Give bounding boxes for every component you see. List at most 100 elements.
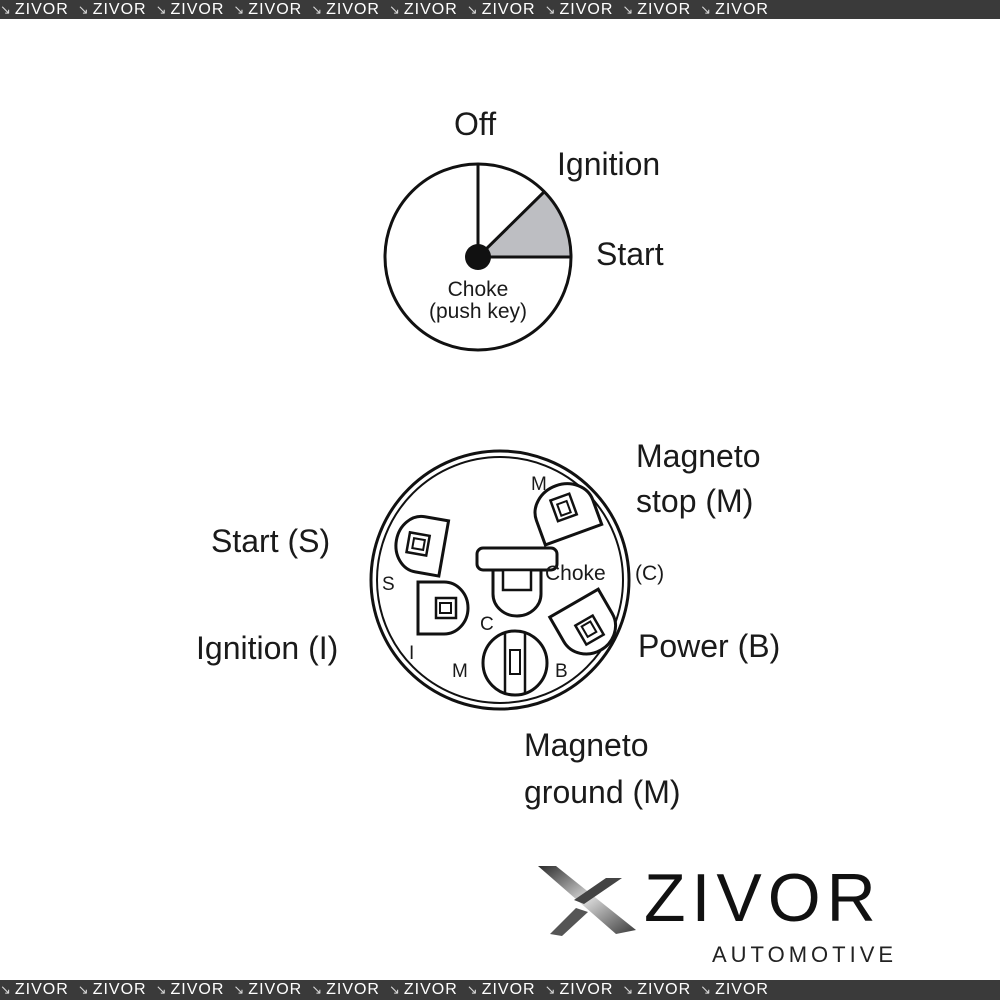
watermark-text: ZIVOR — [559, 981, 614, 998]
watermark-item: ↘ZIVOR — [233, 981, 302, 999]
watermark-text: ZIVOR — [92, 0, 147, 18]
watermark-item: ↘ZIVOR — [700, 981, 769, 999]
zivor-tagline: AUTOMOTIVE — [712, 942, 898, 967]
terminal-start — [394, 514, 451, 578]
watermark-item: ↘ZIVOR — [389, 1, 458, 19]
watermark-band-bottom: ↘ZIVOR↘ZIVOR↘ZIVOR↘ZIVOR↘ZIVOR↘ZIVOR↘ZIV… — [0, 980, 1000, 1000]
watermark-item: ↘ZIVOR — [311, 981, 380, 999]
watermark-item: ↘ZIVOR — [467, 981, 536, 999]
watermark-arrow-icon: ↘ — [233, 982, 246, 997]
pin-label-m-bottom: M — [452, 661, 468, 682]
terminal-choke — [475, 546, 559, 618]
watermark-item: ↘ZIVOR — [545, 1, 614, 19]
pin-label-s: S — [382, 574, 395, 595]
watermark-text: ZIVOR — [637, 981, 692, 998]
terminal-magneto-stop — [533, 482, 604, 547]
choke-inline-label: Choke — [545, 562, 606, 585]
watermark-item: ↘ZIVOR — [622, 1, 691, 19]
pin-label-c: C — [480, 614, 494, 635]
zivor-x-mark-icon — [538, 866, 636, 936]
watermark-item: ↘ZIVOR — [311, 1, 380, 19]
watermark-text: ZIVOR — [403, 981, 458, 998]
watermark-text: ZIVOR — [559, 0, 614, 18]
watermark-band-top: ↘ZIVOR↘ZIVOR↘ZIVOR↘ZIVOR↘ZIVOR↘ZIVOR↘ZIV… — [0, 0, 1000, 19]
watermark-arrow-icon: ↘ — [311, 1, 324, 17]
pin-label-m-top: M — [531, 474, 547, 495]
watermark-arrow-icon: ↘ — [388, 1, 401, 17]
watermark-arrow-icon: ↘ — [77, 982, 90, 997]
watermark-arrow-icon: ↘ — [544, 1, 557, 17]
watermark-arrow-icon: ↘ — [622, 1, 635, 17]
pin-label-b: B — [555, 661, 568, 682]
watermark-arrow-icon: ↘ — [0, 1, 12, 17]
watermark-arrow-icon: ↘ — [155, 1, 168, 17]
magneto-stop-label-line1: Magneto — [636, 438, 761, 474]
watermark-item: ↘ZIVOR — [467, 1, 536, 19]
magneto-ground-label-line2: ground (M) — [524, 774, 681, 810]
watermark-text: ZIVOR — [481, 0, 536, 18]
watermark-arrow-icon: ↘ — [155, 982, 168, 997]
watermark-text: ZIVOR — [481, 981, 536, 998]
terminal-power — [547, 587, 618, 656]
watermark-arrow-icon: ↘ — [0, 982, 12, 997]
start-sector — [478, 191, 572, 257]
watermark-arrow-icon: ↘ — [622, 982, 635, 997]
terminal-ignition — [416, 580, 470, 636]
watermark-text: ZIVOR — [170, 981, 225, 998]
watermark-arrow-icon: ↘ — [544, 982, 557, 997]
watermark-text: ZIVOR — [92, 981, 147, 998]
watermark-item: ↘ZIVOR — [545, 981, 614, 999]
ignition-line — [476, 189, 547, 259]
power-b-label: Power (B) — [638, 628, 780, 664]
watermark-text: ZIVOR — [326, 981, 380, 998]
magneto-stop-label-line2: stop (M) — [636, 483, 753, 519]
watermark-item: ↘ZIVOR — [389, 981, 458, 999]
choke-sub-label: (push key) — [429, 300, 527, 323]
watermark-text: ZIVOR — [637, 0, 692, 18]
watermark-arrow-icon: ↘ — [311, 982, 324, 997]
watermark-item: ↘ZIVOR — [78, 1, 147, 19]
watermark-item: ↘ZIVOR — [156, 981, 225, 999]
watermark-arrow-icon: ↘ — [233, 1, 246, 17]
choke-inline-c-label: (C) — [635, 562, 664, 585]
choke-label: Choke — [448, 278, 509, 301]
key-position-dial: Off Ignition Start Choke (push key) — [383, 106, 664, 352]
watermark-item: ↘ZIVOR — [0, 981, 69, 999]
pin-label-i: I — [409, 643, 414, 664]
watermark-item: ↘ZIVOR — [156, 1, 225, 19]
watermark-arrow-icon: ↘ — [388, 982, 401, 997]
watermark-text: ZIVOR — [248, 981, 303, 998]
connector-face: M S C I M B Choke (C) — [369, 449, 664, 711]
magneto-ground-label-line1: Magneto — [524, 727, 649, 763]
watermark-item: ↘ZIVOR — [700, 1, 769, 19]
watermark-text: ZIVOR — [14, 0, 69, 18]
zivor-wordmark: ZIVOR — [644, 860, 882, 936]
watermark-item: ↘ZIVOR — [233, 1, 302, 19]
watermark-text: ZIVOR — [248, 0, 303, 18]
dial-hub — [465, 244, 491, 270]
watermark-arrow-icon: ↘ — [700, 982, 713, 997]
watermark-item: ↘ZIVOR — [78, 981, 147, 999]
watermark-item: ↘ZIVOR — [0, 1, 69, 19]
watermark-text: ZIVOR — [170, 0, 225, 18]
watermark-text: ZIVOR — [715, 0, 769, 18]
watermark-text: ZIVOR — [403, 0, 458, 18]
watermark-arrow-icon: ↘ — [700, 1, 713, 17]
watermark-arrow-icon: ↘ — [466, 1, 479, 17]
watermark-arrow-icon: ↘ — [77, 1, 90, 17]
zivor-logo: ZIVOR AUTOMOTIVE — [536, 858, 986, 978]
watermark-text: ZIVOR — [715, 981, 769, 998]
watermark-text: ZIVOR — [14, 981, 69, 998]
watermark-arrow-icon: ↘ — [466, 982, 479, 997]
off-label: Off — [454, 106, 496, 142]
watermark-text: ZIVOR — [326, 0, 380, 18]
terminal-magneto-ground — [481, 629, 549, 697]
watermark-item: ↘ZIVOR — [622, 981, 691, 999]
ignition-label: Ignition — [557, 146, 660, 182]
connector-outer-ring — [369, 449, 631, 711]
start-s-label: Start (S) — [211, 523, 330, 559]
ignition-i-label: Ignition (I) — [196, 630, 338, 666]
start-label: Start — [596, 236, 664, 272]
connector-inner-ring — [376, 456, 624, 704]
